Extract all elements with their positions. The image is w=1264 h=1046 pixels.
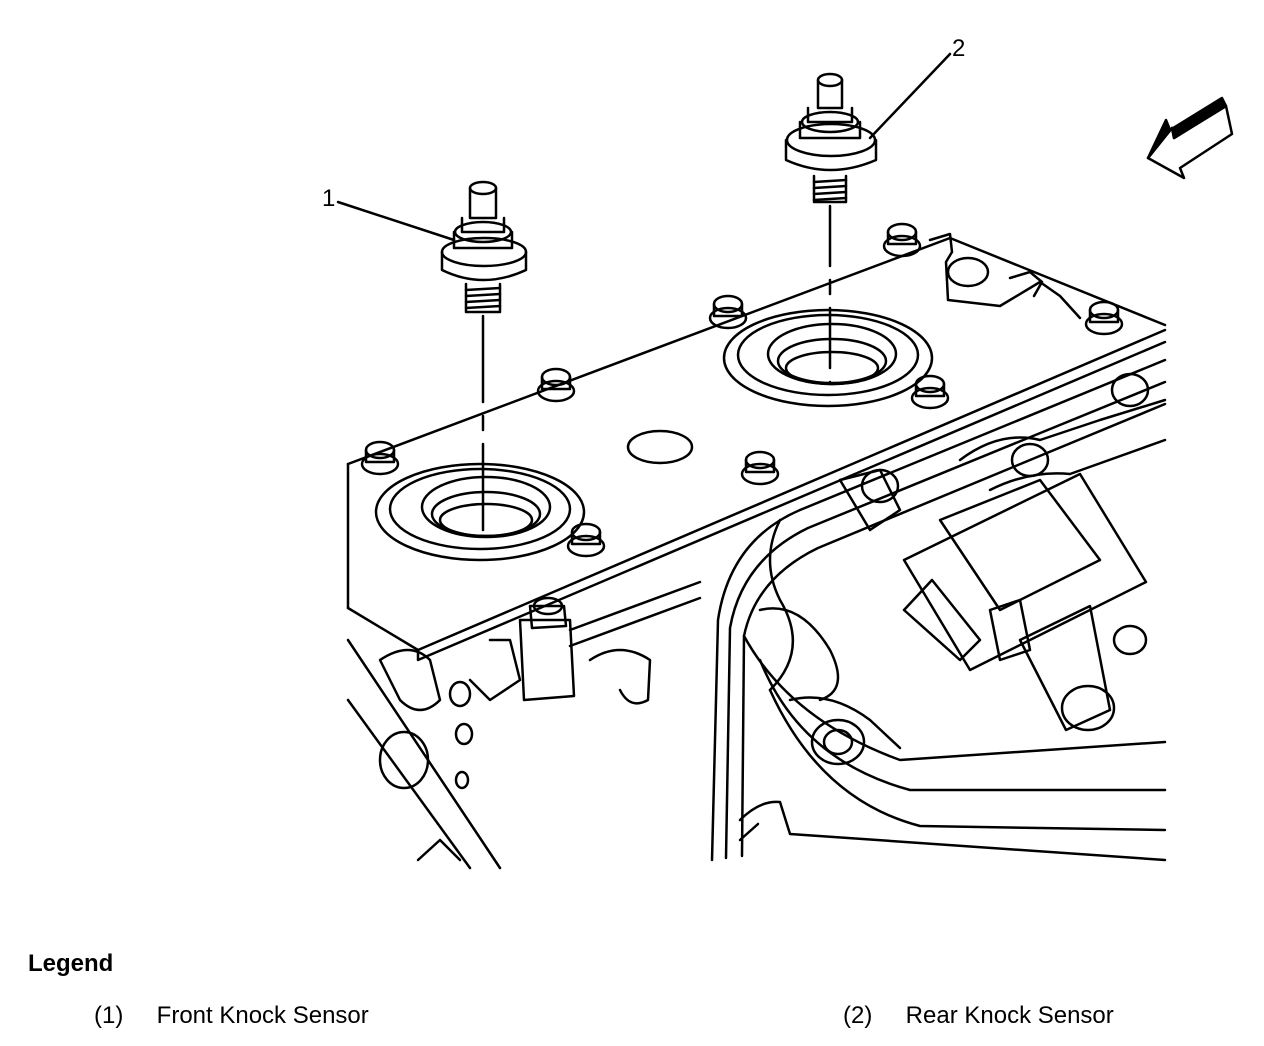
throttle-assembly: [902, 472, 1148, 732]
legend-item-rear-knock-sensor: (2) Rear Knock Sensor: [843, 1002, 1114, 1030]
legend-title: Legend: [28, 950, 114, 977]
legend-item-label: Front Knock Sensor: [156, 1002, 369, 1029]
deck-plug: [626, 429, 694, 465]
callout-1-leader: [336, 200, 456, 242]
engine-block-illustration: 1 2: [322, 35, 1234, 870]
rear-sensor-port: [722, 308, 934, 408]
callout-2-label: 2: [952, 35, 965, 62]
deck-bolts: [360, 222, 1124, 558]
lower-block: [346, 580, 702, 870]
callout-1-label: 1: [322, 185, 335, 212]
valley-cover: [710, 358, 1167, 862]
intake-runners: [758, 372, 1167, 766]
legend-item-label: Rear Knock Sensor: [905, 1002, 1114, 1029]
legend-item-number: (2): [843, 1002, 873, 1029]
deck-bracket: [928, 232, 1082, 320]
callout-2-leader: [868, 52, 952, 140]
front-knock-sensor: [440, 180, 528, 538]
rear-knock-sensor: [784, 72, 878, 386]
direction-arrow-icon: [1146, 96, 1234, 180]
legend-item-front-knock-sensor: (1) Front Knock Sensor: [94, 1002, 369, 1030]
front-sensor-port: [374, 462, 586, 562]
legend-item-number: (1): [94, 1002, 124, 1029]
